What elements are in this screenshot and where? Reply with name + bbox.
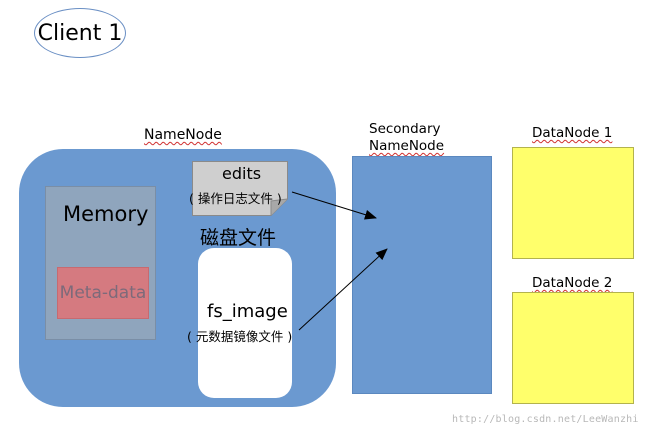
datanode-2-label-text: DataNode 2	[532, 275, 613, 291]
datanode-2-block	[512, 292, 634, 404]
client-label: Client 1	[37, 20, 123, 46]
datanode-1-label-text: DataNode 1	[532, 125, 613, 141]
metadata-block: Meta-data	[57, 267, 149, 319]
edits-subtitle: ( 操作日志文件 )	[189, 191, 282, 206]
secondary-namenode-block	[352, 156, 492, 394]
edits-title: edits	[222, 164, 262, 183]
client-node: Client 1	[34, 8, 126, 58]
watermark: http://blog.csdn.net/LeeWanzhi	[452, 414, 639, 425]
secondary-label-line2: NameNode	[369, 138, 445, 154]
edits-note-shape	[192, 161, 288, 216]
secondary-label-line1: Secondary	[369, 121, 441, 137]
fsimage-title: fs_image	[207, 301, 288, 322]
namenode-label: NameNode	[144, 127, 222, 143]
disk-files-title: 磁盘文件	[200, 227, 277, 249]
datanode-1-label: DataNode 1	[532, 125, 612, 141]
datanode-2-label: DataNode 2	[532, 275, 612, 291]
fsimage-block	[198, 248, 292, 398]
fsimage-subtitle: ( 元数据镜像文件 )	[187, 329, 293, 344]
memory-label: Memory	[63, 202, 149, 226]
metadata-label: Meta-data	[59, 283, 147, 303]
secondary-namenode-label: Secondary NameNode	[369, 121, 444, 155]
datanode-1-block	[512, 147, 634, 259]
